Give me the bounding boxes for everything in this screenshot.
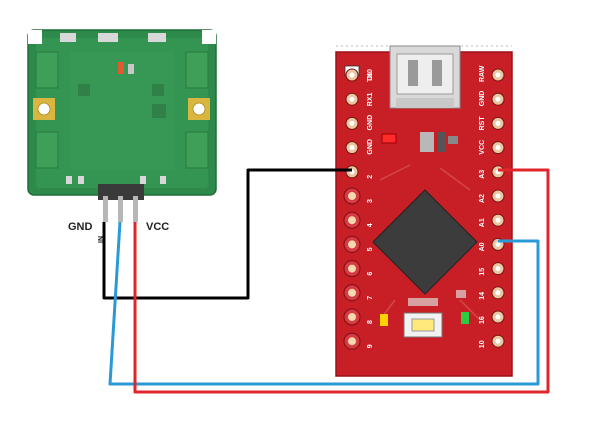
pin-label-right-a3: A3 — [479, 170, 486, 179]
pin-hole — [495, 145, 501, 151]
pin-hole — [495, 120, 501, 126]
pin-label-right-a2: A2 — [479, 194, 486, 203]
pin-label-right-10: 10 — [479, 340, 486, 348]
pin-hole — [495, 72, 501, 78]
pin-hole — [348, 216, 356, 225]
pin-label-right-14: 14 — [479, 292, 486, 300]
j1-label: J1 — [367, 72, 374, 80]
pin-hole — [495, 314, 501, 320]
pin-hole — [495, 217, 501, 223]
wires — [102, 168, 550, 394]
pin-label-left-5: 5 — [367, 247, 374, 251]
power-led — [381, 133, 397, 144]
pin-label-left-gnd: GND — [367, 139, 374, 155]
yellow-led — [380, 314, 388, 326]
pin-label-right-a0: A0 — [479, 242, 486, 251]
pin-label-left-6: 6 — [367, 272, 374, 276]
pin-label-right-a1: A1 — [479, 218, 486, 227]
pin-label-right-gnd: GND — [479, 91, 486, 107]
pin-label-right-15: 15 — [479, 268, 486, 276]
sensor-pin-labels: GND IN VCC — [68, 221, 169, 243]
pin-label-left-7: 7 — [367, 296, 374, 300]
pin-label-left-8: 8 — [367, 320, 374, 324]
pin-hole — [495, 266, 501, 272]
sensor-pin-label-in: IN — [98, 236, 105, 243]
pin-hole — [495, 96, 501, 102]
pin-label-left-4: 4 — [367, 223, 374, 227]
pin-label-right-rst: RST — [479, 116, 486, 131]
wire-ground — [102, 168, 352, 300]
sensor-pin-label-vcc: VCC — [146, 221, 169, 233]
pin-label-left-3: 3 — [367, 199, 374, 203]
sensor-pin-label-gnd: GND — [68, 221, 93, 233]
pin-hole — [495, 290, 501, 296]
pin-hole — [348, 337, 356, 346]
sensor-module — [27, 29, 217, 222]
pin-hole — [495, 338, 501, 344]
pin-hole — [348, 192, 356, 200]
green-led — [461, 312, 469, 324]
pin-hole — [349, 145, 355, 151]
pin-label-right-16: 16 — [479, 316, 486, 324]
pin-hole — [349, 72, 355, 78]
pin-hole — [349, 96, 355, 102]
wire-power — [133, 168, 550, 394]
pin-hole — [495, 193, 501, 199]
wire-signal — [108, 221, 540, 386]
pin-hole — [348, 240, 356, 249]
pin-hole — [348, 264, 356, 273]
pin-label-left-9: 9 — [367, 344, 374, 348]
pin-label-left-tx0: TX0 — [367, 69, 374, 82]
pin-hole — [495, 241, 501, 247]
pin-label-right-raw: RAW — [479, 65, 486, 82]
pin-hole — [348, 313, 356, 321]
microcontroller-chip — [372, 189, 478, 295]
pin-hole — [349, 120, 355, 126]
pin-label-left-gnd: GND — [367, 115, 374, 131]
pin-label-left-2: 2 — [367, 175, 374, 179]
pin-label-left-rx1: RX1 — [367, 92, 374, 106]
pin-hole — [348, 288, 356, 297]
pin-label-right-vcc: VCC — [479, 140, 486, 155]
